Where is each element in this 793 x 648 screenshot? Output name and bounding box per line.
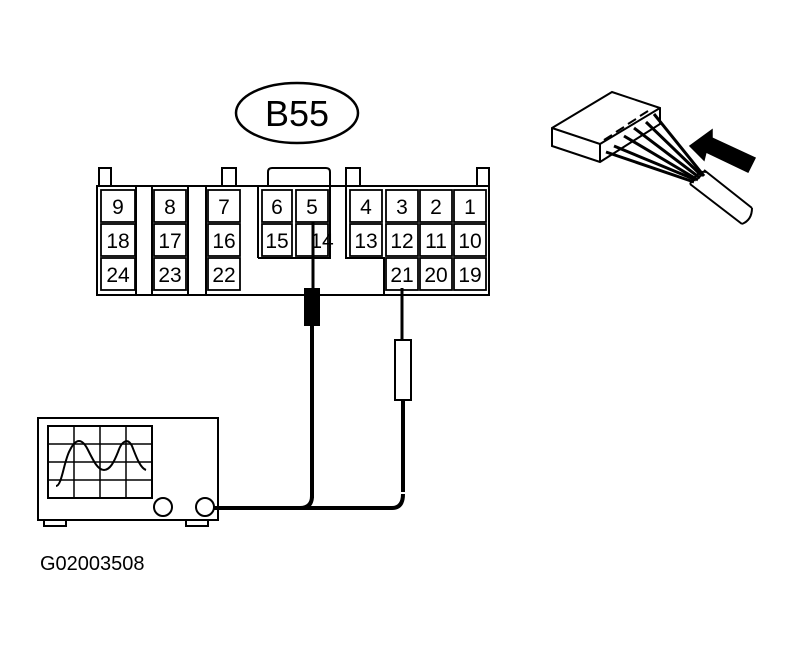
oscilloscope-foot xyxy=(185,520,209,527)
pin-16: 16 xyxy=(212,230,235,253)
pin-22: 22 xyxy=(212,264,235,287)
pin-5: 5 xyxy=(306,196,318,219)
pin-24: 24 xyxy=(106,264,130,287)
harness-connector-view xyxy=(551,90,753,225)
oscilloscope-knob[interactable] xyxy=(153,497,173,517)
pin-15: 15 xyxy=(265,230,288,253)
view-direction-arrow-icon xyxy=(688,128,757,173)
connector-b55 xyxy=(96,167,490,296)
harness-sheath xyxy=(689,169,753,225)
pin-9: 9 xyxy=(112,196,124,219)
pin-14: 14 xyxy=(310,230,334,253)
pin-3: 3 xyxy=(396,196,408,219)
pin-18: 18 xyxy=(106,230,129,253)
housing-tab xyxy=(98,167,112,187)
pin-labels: 9 8 7 6 5 4 3 2 1 18 17 16 15 14 13 12 1… xyxy=(106,196,481,287)
pin-7: 7 xyxy=(218,196,230,219)
wire-bundle xyxy=(605,113,706,184)
housing-tab xyxy=(221,167,237,187)
connector-name: B55 xyxy=(265,93,329,134)
probe-black xyxy=(304,222,320,498)
probe-handle-black xyxy=(304,288,320,326)
oscilloscope-input-jack[interactable] xyxy=(195,497,215,517)
pin-6: 6 xyxy=(271,196,283,219)
oscilloscope xyxy=(37,417,219,527)
probe-handle-white xyxy=(394,339,412,401)
harness-sheath-end xyxy=(689,170,707,185)
pin-21: 21 xyxy=(390,264,413,287)
oscilloscope-foot xyxy=(43,520,67,527)
figure-code: G02003508 xyxy=(40,553,145,575)
housing-lock xyxy=(267,167,331,186)
pin-12: 12 xyxy=(390,230,413,253)
screen-grid xyxy=(48,426,152,498)
connector-side-body xyxy=(551,90,661,164)
connector-name-badge: B55 xyxy=(234,81,360,145)
test-lead xyxy=(290,493,405,510)
pin-cells xyxy=(100,189,487,291)
cavity-divider xyxy=(345,186,385,295)
pin-20: 20 xyxy=(424,264,447,287)
pin-1: 1 xyxy=(464,196,476,219)
cavity-divider xyxy=(258,186,331,259)
pin-10: 10 xyxy=(458,230,481,253)
oscilloscope-body xyxy=(37,417,219,521)
pin-13: 13 xyxy=(354,230,377,253)
connector-housing xyxy=(96,185,490,296)
pin-8: 8 xyxy=(164,196,176,219)
pin-19: 19 xyxy=(458,264,481,287)
pin-2: 2 xyxy=(430,196,442,219)
pin-23: 23 xyxy=(158,264,181,287)
pin-4: 4 xyxy=(360,196,372,219)
waveform-trace xyxy=(55,440,147,487)
terminal-slot xyxy=(603,110,649,141)
housing-tab xyxy=(345,167,361,187)
pin-17: 17 xyxy=(158,230,181,253)
housing-tab xyxy=(476,167,490,187)
probe-white xyxy=(394,288,412,492)
pin-11: 11 xyxy=(425,230,447,253)
